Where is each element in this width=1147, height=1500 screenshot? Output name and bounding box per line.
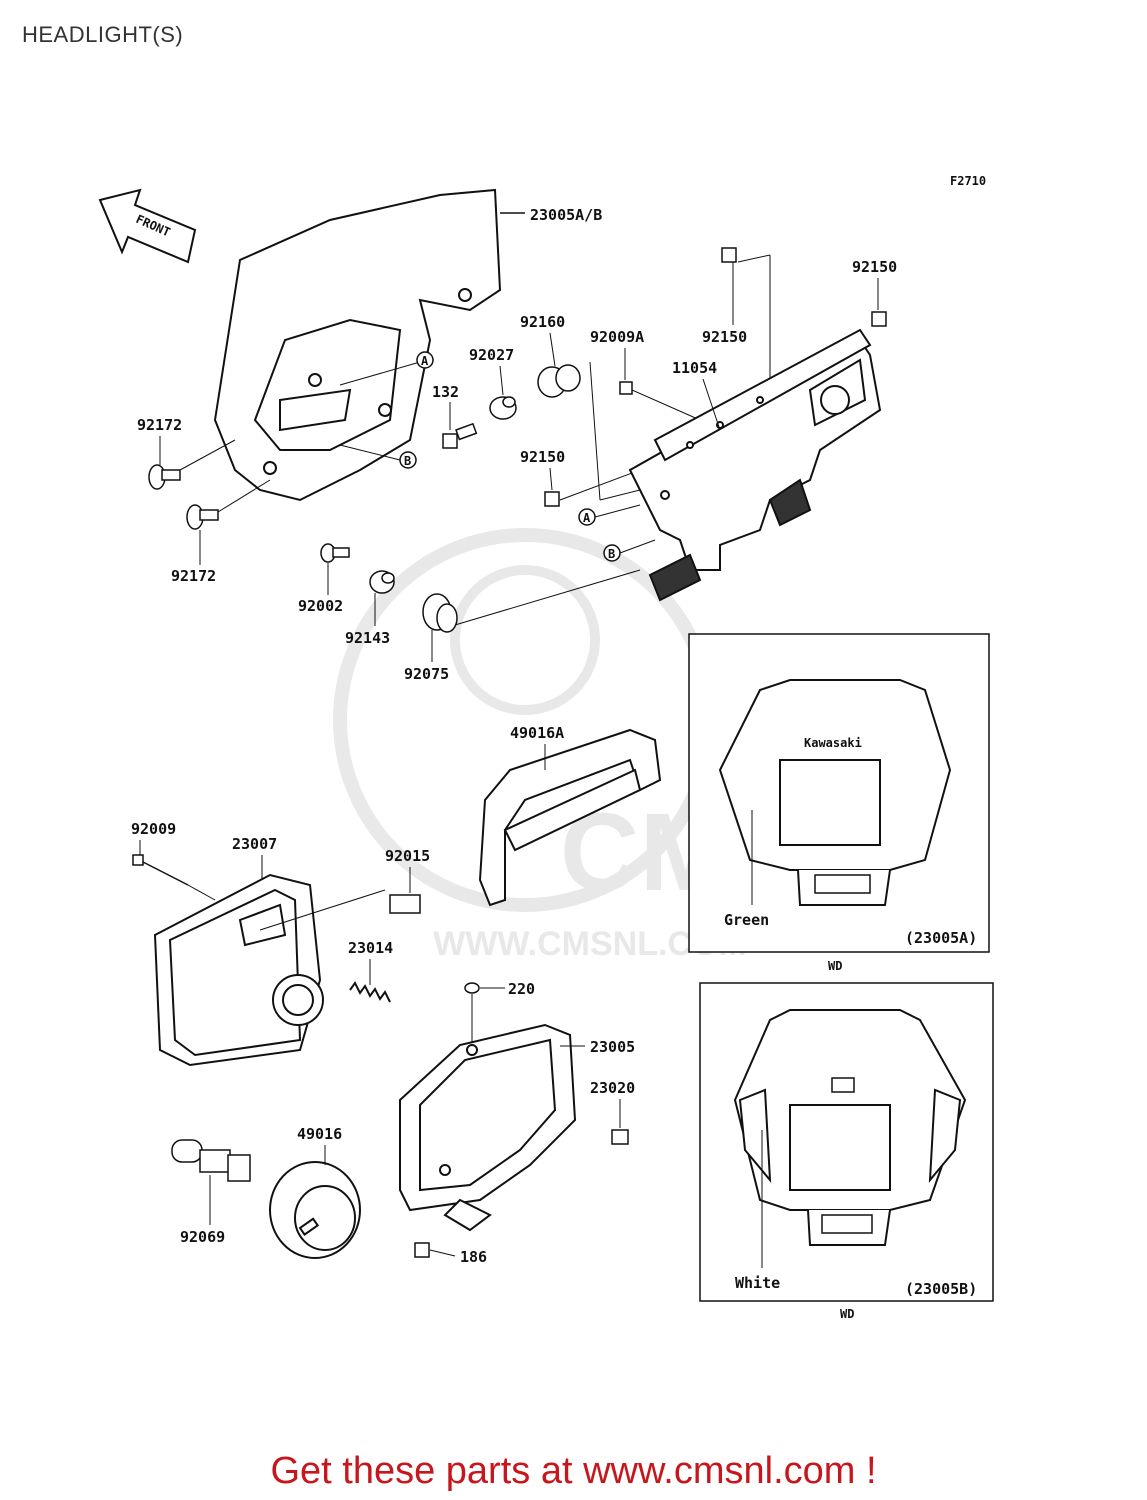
label-11054: 11054 (672, 359, 717, 377)
label-23020: 23020 (590, 1079, 635, 1097)
label-92069: 92069 (180, 1228, 225, 1246)
ref-b-marker (399, 451, 417, 469)
label-23005AB: 23005A/B (530, 206, 602, 224)
screw-92002-part (320, 543, 350, 563)
nut-23020-part (611, 1129, 629, 1145)
collar-92027-part (489, 396, 517, 420)
inset-23005A: Kawasaki Green (23005A) WD (688, 633, 990, 973)
label-92143: 92143 (345, 629, 390, 647)
ref-b-label: B (404, 454, 411, 468)
inset-b-code: (23005B) (905, 1280, 977, 1298)
damper-92075-part (422, 593, 458, 633)
bolt-132-part (442, 422, 478, 449)
label-23014: 23014 (348, 939, 393, 957)
label-23005: 23005 (590, 1038, 635, 1056)
label-92027: 92027 (469, 346, 514, 364)
bracket-11054-part (628, 328, 882, 602)
ref-a-marker (416, 351, 434, 369)
page-title: HEADLIGHT(S) (22, 22, 184, 47)
cap-49016-part (269, 1161, 361, 1259)
footer-link[interactable]: Get these parts at www.cmsnl.com ! (270, 1450, 877, 1492)
ref-b-label-2: B (608, 547, 615, 561)
housing-23005-part (399, 1023, 577, 1232)
label-186: 186 (460, 1248, 487, 1266)
label-132: 132 (432, 383, 459, 401)
ref-a-label-2: A (583, 511, 591, 525)
collar-92143-part (369, 570, 395, 594)
inset-23005B: White (23005B) WD (699, 982, 994, 1321)
label-23007: 23007 (232, 835, 277, 853)
label-92015: 92015 (385, 847, 430, 865)
figure-code: F2710 (950, 174, 986, 188)
nut-92150-part (544, 247, 887, 507)
inset-a-model: WD (828, 959, 842, 973)
bolt-92172-part (148, 464, 219, 530)
screw-92009-part (132, 854, 189, 886)
label-92009A: 92009A (590, 328, 644, 346)
label-92172-b: 92172 (171, 567, 216, 585)
screw-92009A-part (619, 381, 633, 395)
label-92160: 92160 (520, 313, 565, 331)
label-92150-b: 92150 (702, 328, 747, 346)
inset-a-brand: Kawasaki (804, 736, 862, 750)
inset-b-model: WD (840, 1307, 854, 1321)
label-49016: 49016 (297, 1125, 342, 1143)
label-49016A: 49016A (510, 724, 564, 742)
label-92150-a: 92150 (852, 258, 897, 276)
ref-a-label: A (421, 354, 429, 368)
inset-a-color: Green (724, 911, 769, 929)
label-92075: 92075 (404, 665, 449, 683)
inset-b-color: White (735, 1274, 780, 1292)
screw-220-part (464, 982, 480, 994)
label-220: 220 (508, 980, 535, 998)
label-92009: 92009 (131, 820, 176, 838)
cover-49016A-part (478, 728, 662, 907)
inset-a-code: (23005A) (905, 929, 977, 947)
label-92002: 92002 (298, 597, 343, 615)
spring-23014-part (349, 981, 391, 1003)
label-92172-a: 92172 (137, 416, 182, 434)
grommet-92160-part (537, 364, 581, 398)
front-arrow-icon: FRONT (98, 188, 197, 264)
headlight-cowl-part (213, 188, 502, 502)
headlight-unit-23007-part (153, 873, 324, 1067)
label-92150-c: 92150 (520, 448, 565, 466)
clip-92015-part (389, 894, 421, 914)
bolt-186-part (414, 1242, 430, 1258)
bulb-92069-part (171, 1139, 251, 1182)
